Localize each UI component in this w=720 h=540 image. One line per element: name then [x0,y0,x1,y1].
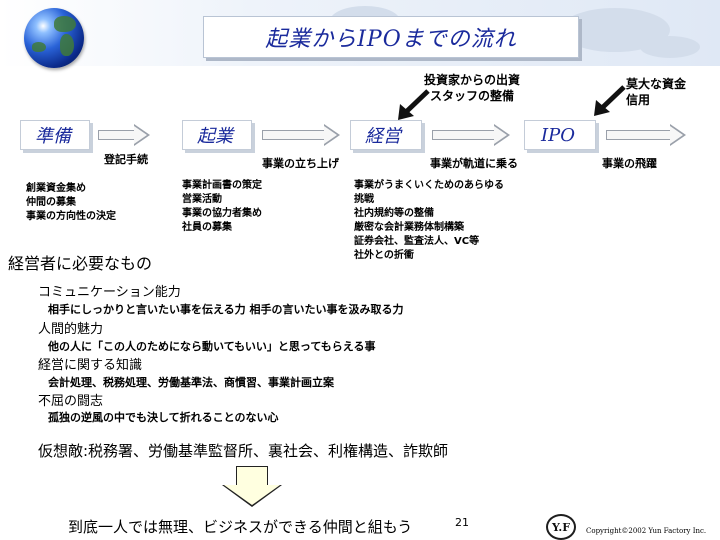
requirement-desc: 会計処理、税務処理、労働基準法、商慣習、事業計画立案 [48,376,334,389]
stage-kigyo: 起業 [182,120,252,150]
note-line: 信用 [626,93,651,107]
step-label: 事業の立ち上げ [262,157,339,170]
logo-text: Y.F [551,520,571,534]
requirement-desc: 他の人に「この人のためになら動いてもいい」と思ってもらえる事 [48,340,376,353]
company-logo: Y.F [546,514,576,540]
title-box: 起業からIPOまでの流れ [203,16,579,58]
investor-note: 投資家からの出資 スタッフの整備 [424,72,520,104]
enemies-line: 仮想敵:税務署、労働基準監督所、裏社会、利権構造、詐欺師 [38,442,449,460]
stage-keiei: 経営 [350,120,422,150]
stage-label: 起業 [197,126,233,147]
requirement-heading: 経営に関する知識 [38,358,143,373]
stage-label: 経営 [365,126,401,147]
list-item: 仲間の募集 [26,197,76,208]
list-item: 社員の募集 [182,222,232,233]
list-item: 社内規約等の整備 [354,208,434,219]
stage-detail-list: 創業資金集め 仲間の募集 事業の方向性の決定 [26,182,116,224]
stage-junbi: 準備 [20,120,90,150]
copyright-notice: Copyright©2002 Yun Factory Inc. [586,527,707,535]
list-item: 創業資金集め [26,183,86,194]
list-item: 社外との折衝 [354,250,414,261]
step-label: 事業の飛躍 [602,157,657,170]
requirements-title: 経営者に必要なもの [8,254,153,273]
stage-ipo: IPO [524,120,596,150]
page-title: 起業からIPOまでの流れ [265,27,517,52]
stage-label: 準備 [35,126,71,147]
list-item: 証券会社、監査法人、VC等 [354,236,480,247]
note-line: 莫大な資金 [626,77,687,91]
requirement-heading: コミュニケーション能力 [38,285,181,300]
flow-arrow [262,124,340,146]
header-band [0,0,720,66]
flow-arrow [432,124,510,146]
list-item: 営業活動 [182,194,222,205]
list-item: 事業がうまくいくためのあらゆる [354,180,504,191]
stage-label: IPO [541,124,575,146]
requirement-desc: 相手にしっかりと言いたい事を伝える力 相手の言いたい事を汲み取る力 [48,303,404,316]
list-item: 事業の協力者集め [182,208,262,219]
flow-arrow [98,124,150,146]
note-line: スタッフの整備 [430,89,515,103]
list-item: 事業の方向性の決定 [26,211,116,222]
stage-detail-list: 事業計画書の策定 営業活動 事業の協力者集め 社員の募集 [182,179,262,235]
step-label: 事業が軌道に乗る [430,157,518,170]
page-number: 21 [455,516,469,529]
requirement-heading: 不屈の闘志 [38,394,104,409]
capital-note: 莫大な資金 信用 [626,76,686,108]
globe-icon [24,8,84,68]
conclusion-line: 到底一人では無理、ビジネスができる仲間と組もう [68,518,413,536]
down-arrow-icon [236,466,268,486]
list-item: 厳密な会計業務体制構築 [354,222,464,233]
pointer-arrow-icon [594,85,626,116]
stage-detail-list: 事業がうまくいくためのあらゆる 挑戦 社内規約等の整備 厳密な会計業務体制構築 … [354,179,504,263]
requirement-desc: 孤独の逆風の中でも決して折れることのない心 [48,411,279,424]
requirement-heading: 人間的魅力 [38,322,104,337]
down-arrow-head-fill [224,485,280,505]
note-line: 投資家からの出資 [424,73,521,87]
flow-arrow [606,124,686,146]
pointer-arrow-icon [398,89,430,120]
list-item: 挑戦 [354,194,374,205]
list-item: 事業計画書の策定 [182,180,262,191]
step-label: 登記手続 [104,153,148,166]
